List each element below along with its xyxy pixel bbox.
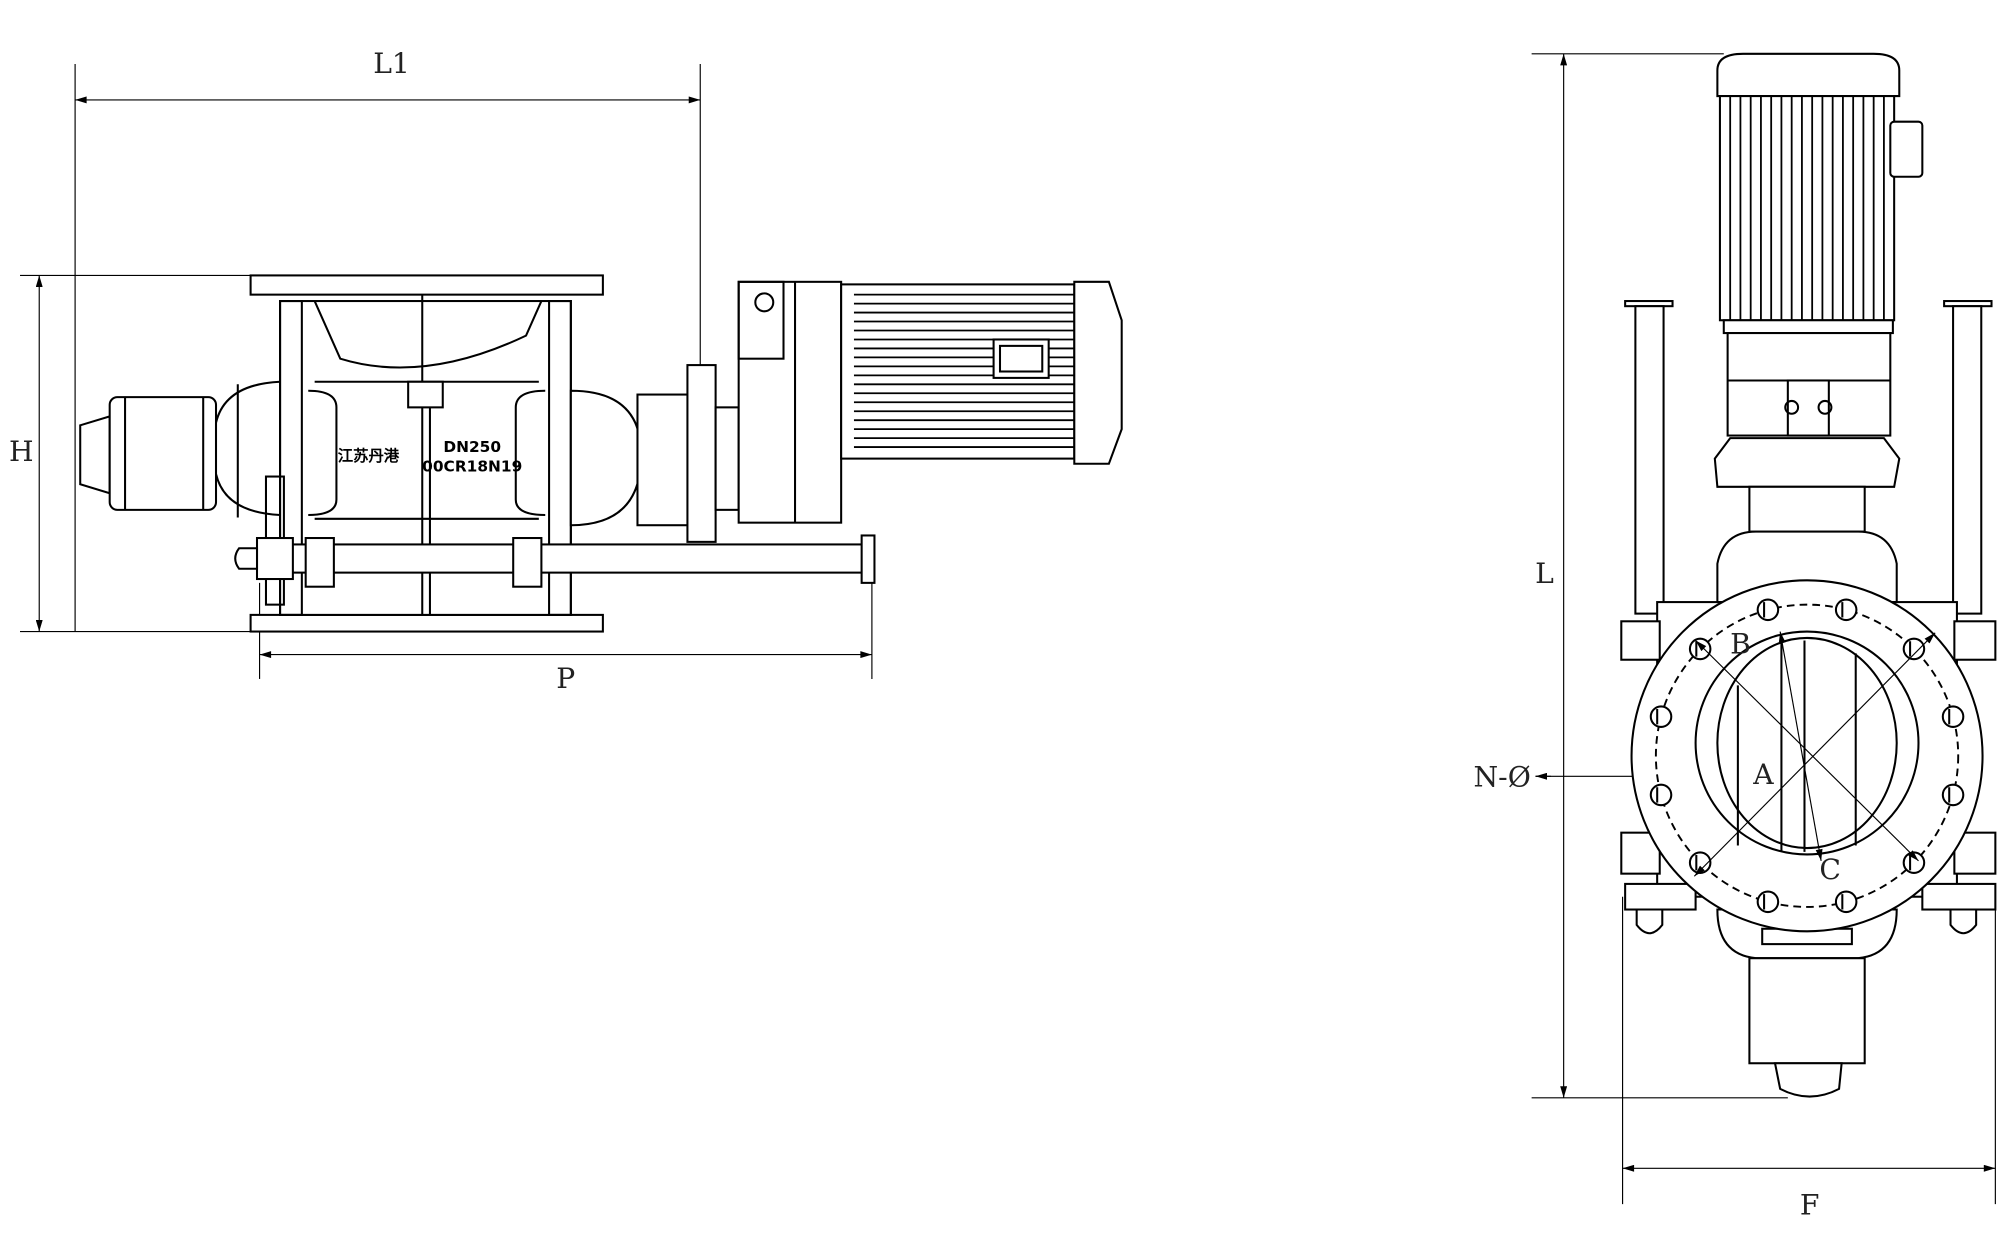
- dimension-h: H: [9, 274, 251, 633]
- marking-maker: 江苏丹港: [338, 446, 400, 465]
- bottom-flange: [249, 613, 604, 633]
- label-b: B: [1730, 627, 1751, 660]
- bolt-hole: [1756, 890, 1780, 914]
- label-a: A: [1752, 758, 1774, 791]
- bolt-hole: [1688, 637, 1712, 661]
- vertical-motor: [1713, 52, 1924, 533]
- right-post: [1943, 300, 1993, 615]
- dimension-l1: L1: [74, 47, 701, 632]
- label-l: L: [1535, 557, 1554, 590]
- left-post: [1624, 300, 1674, 615]
- label-f: F: [1800, 1188, 1820, 1221]
- shaft-block: [407, 380, 444, 409]
- bolt-hole: [1941, 705, 1965, 728]
- bolt-hole: [1649, 705, 1673, 728]
- dimension-bolt-holes: N-Ø: [1474, 761, 1647, 794]
- gearbox: [737, 280, 843, 524]
- bolt-hole: [1941, 783, 1965, 807]
- label-n-phi: N-Ø: [1474, 761, 1531, 794]
- top-flange: [249, 274, 604, 296]
- label-l1: L1: [373, 47, 410, 80]
- label-p: P: [556, 662, 575, 695]
- marking-material: 00CR18N19: [422, 457, 522, 475]
- marking-size: DN250: [443, 438, 501, 456]
- bolt-hole: [1834, 598, 1858, 622]
- end-view: L F N-Ø: [1474, 52, 1997, 1221]
- inlet-flange: A B C: [1630, 579, 1984, 933]
- bolt-hole: [1834, 890, 1858, 914]
- dimension-f: F: [1622, 896, 1996, 1221]
- bolt-hole: [1902, 637, 1926, 661]
- label-c: C: [1819, 853, 1841, 886]
- bolt-hole: [1649, 783, 1673, 807]
- bolt-hole: [1756, 598, 1780, 622]
- shaft-rod: [234, 534, 876, 588]
- right-bearing-housing: [569, 364, 740, 543]
- side-view: L1 H P: [9, 47, 1123, 695]
- bolt-hole: [1902, 851, 1926, 874]
- motor: [840, 280, 1123, 465]
- left-bearing-housing: [79, 380, 282, 518]
- dimension-l: L: [1531, 53, 1788, 1099]
- label-h: H: [9, 435, 34, 468]
